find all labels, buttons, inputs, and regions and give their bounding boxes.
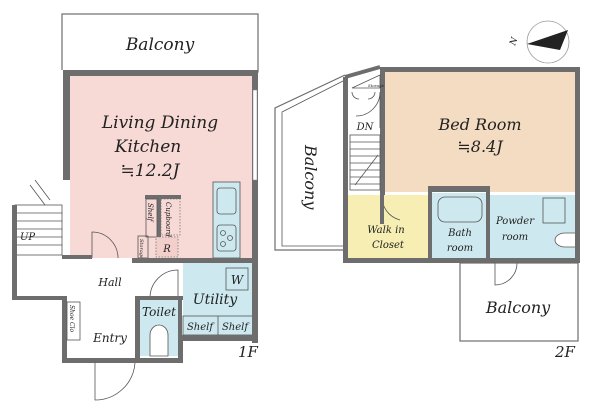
powder-label-2: room	[502, 232, 528, 243]
washer-space	[225, 267, 249, 291]
bathtub-icon	[437, 196, 483, 223]
floor-1-label: 1F	[238, 343, 259, 361]
floor-1: Balcony Living Dining Kitchen ≒12.2J She…	[12, 13, 259, 401]
floor-2-label: 2F	[554, 343, 576, 361]
door-ldk	[91, 231, 119, 259]
bedroom-label: Bed Room	[437, 115, 521, 134]
up-label: UP	[20, 232, 35, 243]
sink-icon	[216, 187, 237, 215]
bath-room	[432, 193, 487, 258]
ldk-label-2: Kitchen	[114, 137, 181, 157]
shoe-closet	[66, 301, 81, 341]
washer-label: W	[231, 273, 245, 287]
powder-label-1: Powder	[495, 216, 535, 227]
balcony-2f-left-label: Balcony	[301, 144, 320, 210]
bath-label-1: Bath	[447, 228, 472, 239]
staircase-1f	[14, 179, 63, 256]
window-1f-ldk	[252, 89, 258, 181]
bath-label-2: room	[447, 243, 473, 254]
storage-2f-label: Storage	[368, 83, 385, 88]
compass-needle-icon	[527, 30, 568, 50]
storage-2f	[351, 74, 381, 89]
toilet-icon	[149, 324, 169, 357]
stove-icon	[216, 224, 237, 252]
walk-in-closet	[347, 195, 429, 258]
door-entry	[94, 362, 136, 401]
toilet-2f-icon	[554, 232, 579, 248]
staircase-2f	[349, 134, 381, 191]
refrigerator-label: R	[162, 244, 171, 255]
storage-1f-label: Storage	[138, 239, 144, 259]
refrigerator-space	[155, 236, 179, 258]
balcony-2f-bottom	[459, 262, 579, 342]
door-bedroom	[355, 91, 381, 128]
door-powder	[494, 261, 518, 286]
balcony-2f-bottom-label: Balcony	[485, 298, 551, 317]
shelf-1f-label: Shelf	[146, 203, 154, 223]
closet-doors-2f	[351, 91, 376, 100]
dn-label: DN	[356, 122, 375, 133]
utility-shelf-2: Shelf	[222, 322, 250, 333]
utility-shelf-1: Shelf	[187, 322, 215, 333]
bedroom-size: ≒8.4J	[457, 137, 504, 156]
walk-in-label-2: Closet	[372, 240, 405, 251]
utility-label: Utility	[193, 292, 238, 308]
balcony-2f-left	[274, 74, 346, 251]
ldk-size: ≒12.2J	[121, 161, 181, 181]
compass: N	[508, 20, 570, 64]
floor-2: Balcony Bed Room ≒8.4J Storage DN Walk i…	[274, 65, 580, 361]
shelf-1f	[145, 198, 158, 238]
compass-north-label: N	[508, 35, 521, 48]
shoe-closet-label: Shoe Clo	[68, 305, 75, 333]
cupboard-label: Cupboard	[164, 202, 172, 238]
balcony-1f-label: Balcony	[125, 35, 195, 55]
bedroom	[385, 72, 575, 192]
vanity-icon	[542, 197, 566, 224]
walk-in-label-1: Walk in	[367, 225, 404, 236]
powder-room	[490, 195, 575, 258]
ldk-label-1: Living Dining	[101, 113, 218, 133]
toilet-label: Toilet	[142, 305, 176, 319]
cupboard	[160, 198, 181, 236]
kitchen-counter	[212, 181, 241, 259]
door-utility	[149, 269, 179, 299]
hall-label: Hall	[97, 276, 122, 289]
entry-label: Entry	[92, 331, 127, 345]
